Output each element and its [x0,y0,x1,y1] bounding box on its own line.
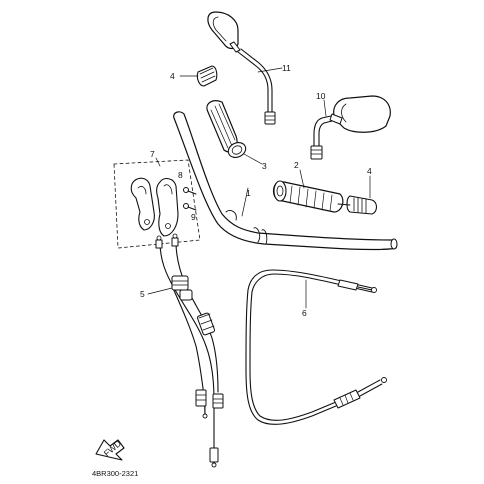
mirror-left-part [207,11,276,125]
throttle-grip-part [206,100,247,158]
left-grip-part [272,180,344,213]
callout-6: 6 [302,308,307,318]
callout-3: 3 [262,161,267,171]
callout-1: 1 [246,188,251,198]
bar-end-right-part [337,195,378,215]
mirror-right-part [310,95,391,160]
clutch-cable-part [245,269,387,425]
forward-arrow-icon: FWD [95,438,125,461]
callout-5: 5 [140,289,145,299]
callout-10: 10 [316,91,326,101]
callout-4-right: 4 [367,166,372,176]
handlebar-part [173,111,398,251]
leader-lines [147,67,371,309]
callout-7: 7 [150,149,155,159]
diagram-code: 4BR300-2321 [92,469,138,478]
callout-8: 8 [178,170,183,180]
bar-end-upper-part [196,65,218,87]
callout-2: 2 [294,160,299,170]
throttle-cables-part [155,233,224,468]
callout-11: 11 [282,63,291,73]
callout-4-upper: 4 [170,71,175,81]
callout-9: 9 [191,212,196,222]
lever-holder-group [113,159,201,249]
